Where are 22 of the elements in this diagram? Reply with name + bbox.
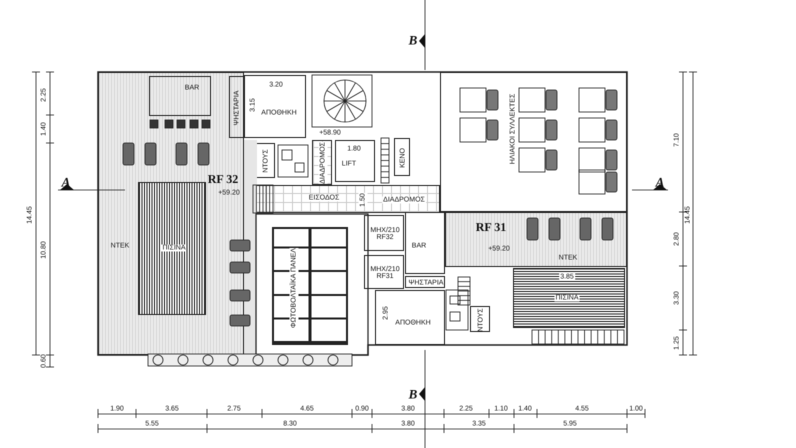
- zone-code: RF 32: [208, 173, 238, 185]
- section-letter: A: [656, 176, 664, 188]
- section-letter: B: [408, 34, 418, 46]
- storage-room: [375, 290, 445, 345]
- section-letter: B: [408, 388, 418, 400]
- machine-room: [364, 215, 404, 251]
- storage-room: [244, 75, 306, 138]
- corridor: [312, 140, 332, 185]
- corridor: [255, 185, 440, 213]
- lift-shaft: [335, 140, 375, 182]
- grill-room: [229, 76, 244, 138]
- pool: [138, 182, 206, 315]
- solar-panel-area: [272, 227, 348, 345]
- zone-code: RF 31: [476, 221, 506, 233]
- bar-counter: [405, 212, 445, 274]
- grill-room: [405, 276, 445, 288]
- deck-area: [98, 72, 244, 355]
- machine-room: [364, 255, 404, 289]
- bar-counter: [149, 76, 211, 116]
- void-shaft: [394, 138, 410, 176]
- pool: [513, 268, 625, 328]
- shower-room: [470, 306, 490, 332]
